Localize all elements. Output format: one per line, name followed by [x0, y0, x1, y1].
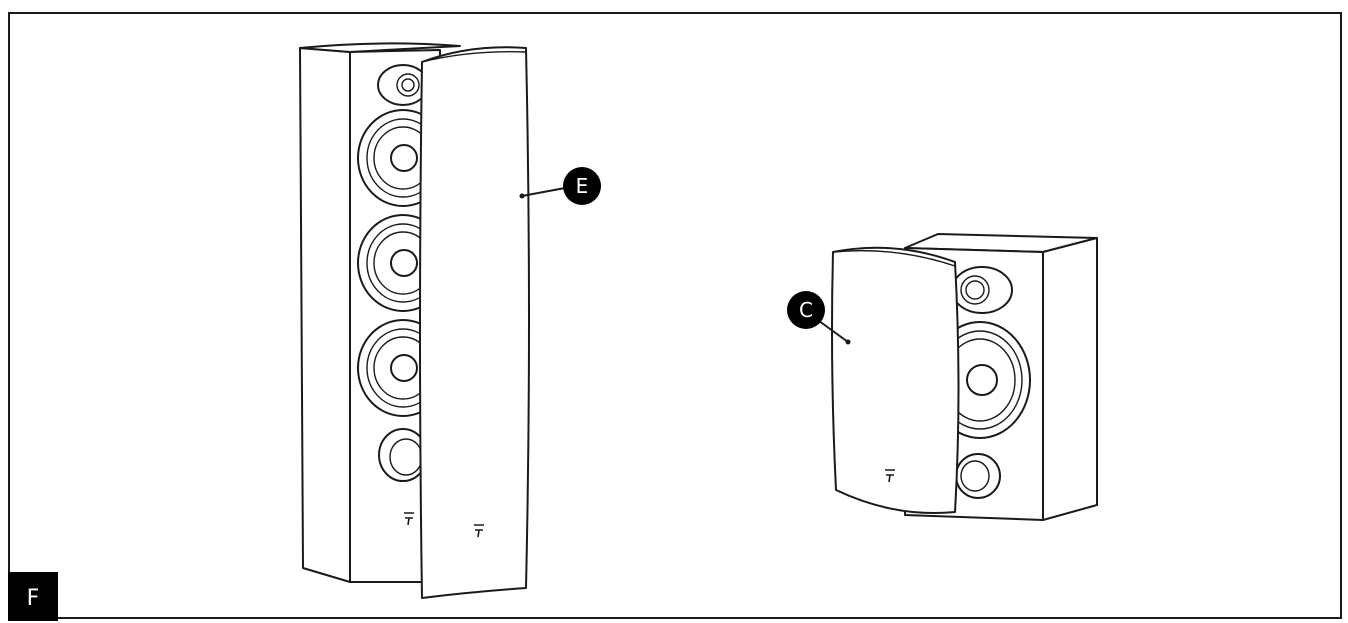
bookshelf-bass-port: [955, 453, 1001, 499]
callout-c-badge: [787, 291, 825, 329]
callout-e-label: E: [576, 174, 589, 198]
figure-label: F: [27, 586, 40, 611]
tower-top: [299, 42, 461, 53]
tower-grille: [419, 46, 530, 599]
bookshelf-side-panel: [1042, 237, 1098, 521]
callout-c: C: [787, 291, 851, 345]
bookshelf-tweeter: [951, 266, 1013, 314]
tower-speaker: [299, 42, 530, 599]
figure-label-box: F: [8, 572, 58, 621]
bookshelf-speaker: [831, 233, 1098, 521]
tower-side-panel: [299, 47, 351, 583]
bookshelf-grille-logo-icon: [885, 469, 895, 483]
callout-c-label: C: [799, 298, 813, 322]
callout-e: E: [519, 167, 601, 205]
bookshelf-grille: [831, 246, 960, 515]
tower-grille-logo-icon: [474, 524, 484, 538]
callout-e-badge: [563, 167, 601, 205]
tower-baffle-logo-icon: [404, 512, 414, 526]
figure-frame: [8, 12, 1342, 619]
